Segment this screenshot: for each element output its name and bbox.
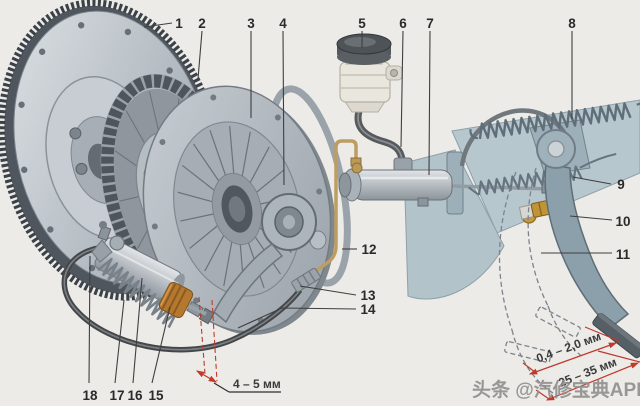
mounting-ear <box>91 239 113 263</box>
pedal-spring-8 <box>469 101 640 140</box>
callout-9: 9 <box>617 177 625 192</box>
callout-14: 14 <box>360 302 376 317</box>
banjo-fitting <box>109 235 125 251</box>
master-cylinder <box>338 151 553 215</box>
cover-holes <box>151 94 323 324</box>
slave-spring <box>97 257 178 329</box>
callout-15: 15 <box>148 388 164 403</box>
release-bearing <box>261 193 327 251</box>
measurement-fork-gap: 4 – 5 мм <box>195 296 281 393</box>
callout-11: 11 <box>616 247 631 262</box>
callout-3: 3 <box>247 16 255 31</box>
boot-orange <box>158 281 194 319</box>
bleeder-valve <box>97 225 112 241</box>
callout-1: 1 <box>175 16 183 31</box>
fluid-reservoir <box>336 33 407 167</box>
callout-17: 17 <box>109 388 124 403</box>
watermark-text: 头条 @汽修宝典APP <box>472 380 640 401</box>
fork-gap-label: 4 – 5 мм <box>233 377 281 391</box>
callout-7: 7 <box>426 16 434 31</box>
slave-pushrod <box>188 304 207 316</box>
callout-13: 13 <box>360 288 376 303</box>
callout-12: 12 <box>361 242 376 257</box>
clutch-pedal <box>536 129 640 359</box>
hydraulic-pipe <box>291 139 362 293</box>
pedal-pad <box>592 312 640 359</box>
callout-8: 8 <box>568 16 576 31</box>
callout-6: 6 <box>399 16 407 31</box>
callout-5: 5 <box>358 16 366 31</box>
slave-hose <box>61 244 303 353</box>
hose-union-fitting <box>291 267 321 293</box>
callout-10: 10 <box>615 214 630 229</box>
callout-4: 4 <box>279 16 287 31</box>
callout-16: 16 <box>127 388 143 403</box>
slave-cylinder <box>91 221 207 329</box>
pedal-arm <box>544 163 630 329</box>
callout-2: 2 <box>198 16 206 31</box>
pressure-plate-center <box>228 196 246 222</box>
callout-18: 18 <box>82 388 98 403</box>
callouts: 1 2 3 4 5 6 7 8 9 10 11 12 13 14 15 16 1… <box>82 16 630 403</box>
leader-lines <box>88 22 613 384</box>
